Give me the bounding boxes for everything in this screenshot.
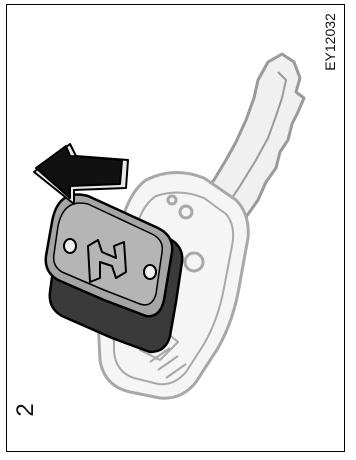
- step-number: 2: [12, 403, 40, 416]
- figure-code: EY12032: [322, 13, 338, 71]
